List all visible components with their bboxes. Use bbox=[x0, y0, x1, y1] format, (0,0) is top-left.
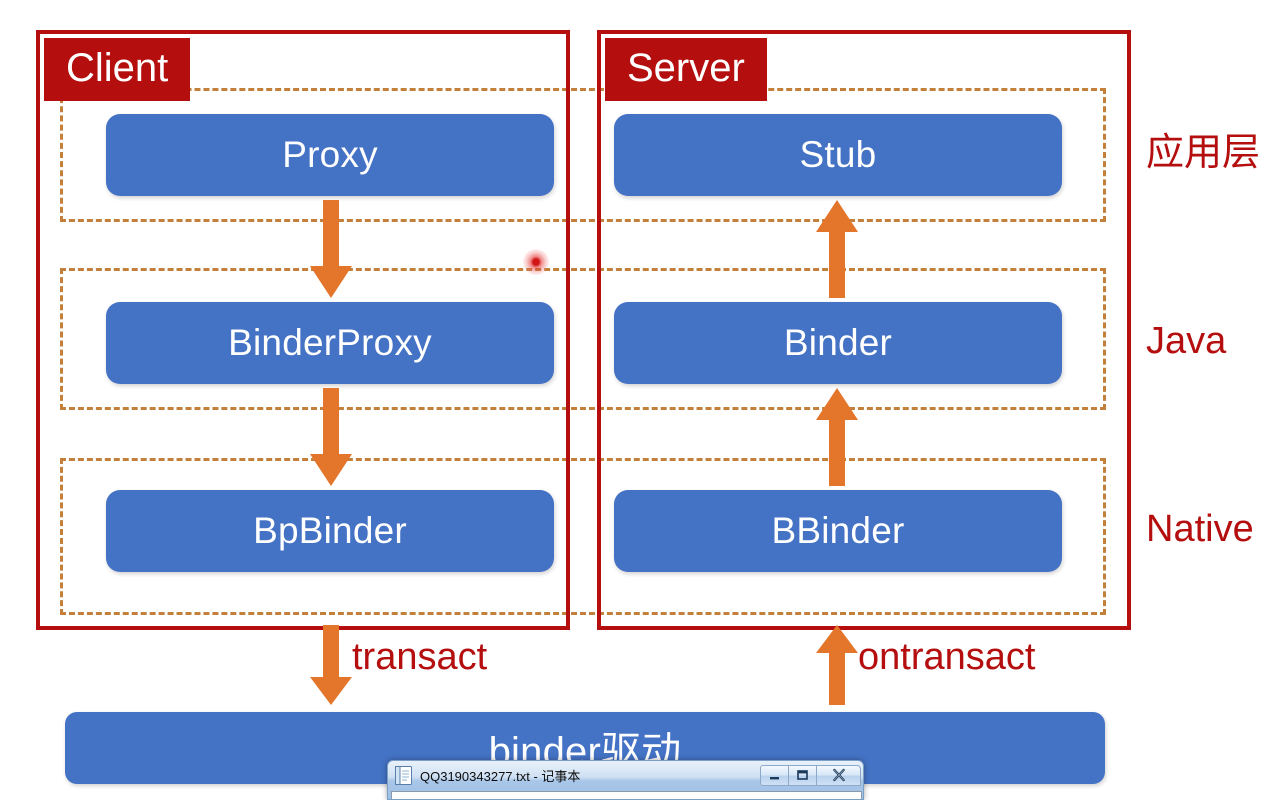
arrow-down-binderproxy-to-bpbinder bbox=[310, 388, 352, 486]
node-proxy[interactable]: Proxy bbox=[106, 114, 554, 196]
client-title: Client bbox=[44, 38, 191, 101]
notepad-titlebar[interactable]: QQ3190343277.txt - 记事本 bbox=[388, 761, 863, 789]
layer-band-app bbox=[60, 88, 1106, 222]
client-frame bbox=[36, 30, 570, 630]
node-bbinder[interactable]: BBinder bbox=[614, 490, 1062, 572]
maximize-icon[interactable] bbox=[788, 764, 817, 786]
layer-label-java: Java bbox=[1146, 320, 1227, 362]
minimize-icon[interactable] bbox=[760, 764, 789, 786]
layer-band-java bbox=[60, 268, 1106, 410]
notepad-window[interactable]: QQ3190343277.txt - 记事本 bbox=[387, 760, 864, 800]
edge-label-transact: transact bbox=[352, 636, 488, 678]
layer-band-native bbox=[60, 458, 1106, 615]
arrow-up-ontransact bbox=[816, 625, 858, 705]
edge-label-ontransact: ontransact bbox=[858, 636, 1036, 678]
arrow-down-transact bbox=[310, 625, 352, 705]
arrow-up-bbinder-to-binder bbox=[816, 388, 858, 486]
layer-label-native: Native bbox=[1146, 508, 1254, 550]
notepad-icon bbox=[395, 765, 412, 785]
arrow-up-binder-to-stub bbox=[816, 200, 858, 298]
notepad-text-area[interactable] bbox=[391, 791, 862, 799]
server-frame bbox=[597, 30, 1131, 630]
notepad-title-text: QQ3190343277.txt - 记事本 bbox=[420, 768, 581, 784]
node-bpbinder[interactable]: BpBinder bbox=[106, 490, 554, 572]
close-icon[interactable] bbox=[816, 764, 861, 786]
server-title: Server bbox=[605, 38, 767, 101]
node-binder[interactable]: Binder bbox=[614, 302, 1062, 384]
node-binderproxy[interactable]: BinderProxy bbox=[106, 302, 554, 384]
layer-label-app: 应用层 bbox=[1146, 132, 1261, 174]
laser-pointer-dot bbox=[523, 249, 549, 275]
node-stub[interactable]: Stub bbox=[614, 114, 1062, 196]
arrow-down-proxy-to-binderproxy bbox=[310, 200, 352, 298]
